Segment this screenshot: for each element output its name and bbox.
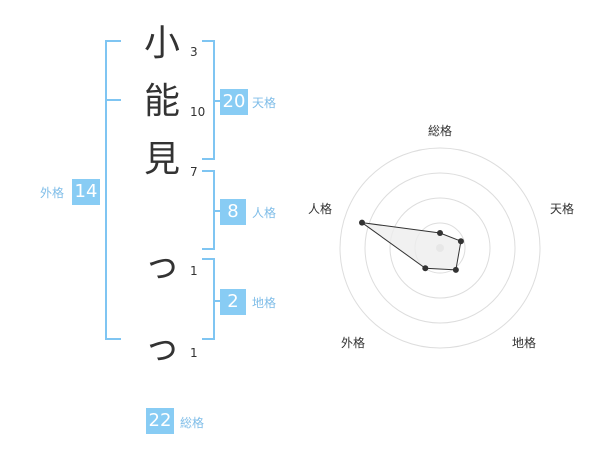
radar-label-soukaku: 総格 xyxy=(428,124,453,138)
name-char-3: 見 xyxy=(143,139,180,180)
stroke-count-2: 10 xyxy=(190,105,206,119)
gaikaku-bracket-tick-mid xyxy=(105,99,121,101)
gaikaku-bracket-tick-top xyxy=(105,40,121,42)
chikaku-label: 地格 xyxy=(252,296,277,310)
tenkaku-bracket-tick-top xyxy=(202,40,215,42)
tenkaku-connector xyxy=(213,100,221,102)
tenkaku-value-badge: 20 xyxy=(220,89,248,115)
stroke-count-4: 1 xyxy=(190,264,198,278)
radar-ring xyxy=(389,197,491,299)
jinkaku-label: 人格 xyxy=(252,206,277,220)
chikaku-bracket xyxy=(213,258,215,340)
name-char-4: っ xyxy=(143,245,180,286)
chikaku-bracket-tick-top xyxy=(202,258,215,260)
radar-ring xyxy=(364,172,516,324)
radar-label-chikaku: 地格 xyxy=(512,336,537,350)
gaikaku-value-badge: 14 xyxy=(72,179,100,205)
jinkaku-bracket-tick-bottom xyxy=(202,248,215,250)
stroke-count-5: 1 xyxy=(190,346,198,360)
chikaku-bracket-tick-bottom xyxy=(202,338,215,340)
gaikaku-bracket-tick-bottom xyxy=(105,338,121,340)
tenkaku-label: 天格 xyxy=(252,96,277,110)
stroke-count-3: 7 xyxy=(190,165,198,179)
gaikaku-label: 外格 xyxy=(40,186,65,200)
jinkaku-connector xyxy=(213,210,221,212)
soukaku-label: 総格 xyxy=(180,416,205,430)
jinkaku-value-badge: 8 xyxy=(220,199,246,225)
name-char-2: 能 xyxy=(143,81,180,122)
radar-point-1 xyxy=(457,238,464,245)
radar-label-tenkaku: 天格 xyxy=(550,202,575,216)
radar-label-jinkaku: 人格 xyxy=(308,202,333,216)
radar-polygon xyxy=(361,222,462,271)
name-char-1: 小 xyxy=(143,23,180,64)
radar-point-0 xyxy=(437,230,443,236)
tenkaku-bracket-tick-bottom xyxy=(202,158,215,160)
radar-label-gaikaku: 外格 xyxy=(341,336,366,350)
gaikaku-bracket xyxy=(105,40,107,340)
jinkaku-bracket-tick-top xyxy=(202,170,215,172)
soukaku-value-badge: 22 xyxy=(146,408,174,434)
radar-point-2 xyxy=(452,266,459,273)
radar-ring xyxy=(339,147,541,349)
name-char-5: っ xyxy=(143,327,180,368)
stroke-count-1: 3 xyxy=(190,45,198,59)
radar-point-3 xyxy=(422,265,429,272)
chikaku-connector xyxy=(213,300,221,302)
radar-point-4 xyxy=(359,219,366,226)
chikaku-value-badge: 2 xyxy=(220,289,246,315)
